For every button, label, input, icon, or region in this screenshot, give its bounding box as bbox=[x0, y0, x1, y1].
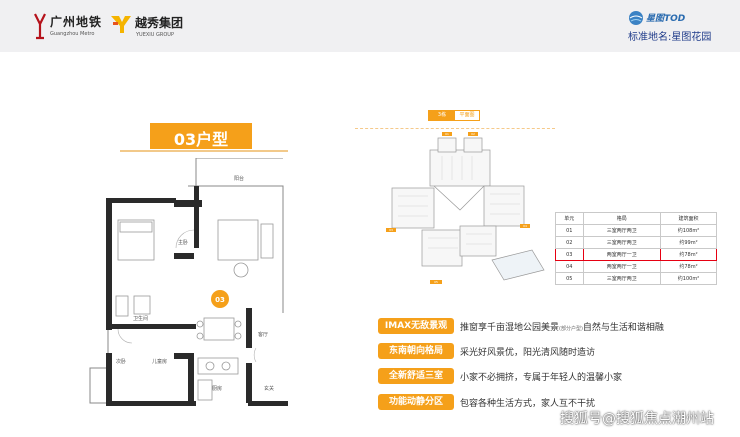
feature-note: (部分户型) bbox=[559, 326, 583, 332]
plan-doors bbox=[117, 229, 257, 363]
feature-text: 推窗享千亩湿地公园美景(部分户型)自然与生活和谐相融 bbox=[460, 320, 664, 333]
building-outline bbox=[391, 137, 545, 281]
room-entrance: 玄关 bbox=[264, 385, 274, 392]
table-cell: 05 bbox=[555, 272, 584, 285]
plan-outline bbox=[89, 158, 284, 404]
table-cell: 约78m² bbox=[659, 260, 718, 273]
table-cell: 03 bbox=[555, 248, 584, 261]
table-cell: 01 bbox=[555, 224, 584, 237]
room-bedroom2: 次卧 bbox=[116, 358, 126, 365]
watermark: 搜狐号@搜狐焦点潮州站 bbox=[560, 411, 714, 427]
xingtu-brand: 星图TOD bbox=[646, 14, 686, 24]
metro-name-en: Guangzhou Metro bbox=[50, 31, 95, 37]
unit-tag-02: 02 bbox=[471, 132, 475, 136]
yuexiu-logo-icon bbox=[111, 16, 131, 33]
room-bath: 卫生间 bbox=[133, 315, 148, 322]
title-divider bbox=[120, 150, 288, 155]
col-unit: 单元 bbox=[555, 212, 584, 225]
room-bedroom3: 儿童房 bbox=[152, 358, 167, 365]
plan-furniture bbox=[115, 219, 274, 401]
table-cell: 约78m² bbox=[659, 248, 718, 261]
site-divider bbox=[355, 128, 555, 129]
guangzhou-metro-logo: 广州地铁 Guangzhou Metro bbox=[34, 10, 104, 44]
feature-text: 小家不必拥挤，专属于年轻人的温馨小家 bbox=[460, 373, 623, 383]
feature-text: 包容各种生活方式，家人互不干扰 bbox=[460, 399, 596, 409]
unit-tag-05: 05 bbox=[434, 280, 438, 284]
site-plan-tabs: 3栋 平面图 bbox=[428, 110, 480, 121]
yuexiu-name-en: YUEXIU GROUP bbox=[136, 32, 174, 38]
unit-type-title: 03户型 bbox=[150, 123, 252, 149]
unit-tag-04: 04 bbox=[523, 224, 527, 228]
col-layout: 格局 bbox=[582, 212, 661, 225]
table-cell: 三室两厅两卫 bbox=[582, 272, 661, 285]
yuexiu-name-cn: 越秀集团 bbox=[135, 16, 184, 30]
building-interior bbox=[398, 156, 520, 249]
room-master-bed: 主卧 bbox=[178, 239, 188, 246]
unit-tag-03: 03 bbox=[389, 228, 393, 232]
metro-logo-icon bbox=[34, 13, 46, 40]
table-cell: 约99m² bbox=[659, 236, 718, 249]
header-band: 广州地铁 Guangzhou Metro 越秀集团 YUEXIU GROUP 星… bbox=[0, 0, 740, 52]
feature-tag: 功能动静分区 bbox=[378, 394, 454, 410]
plan-walls bbox=[106, 186, 288, 406]
unit-tag-01: 01 bbox=[445, 132, 449, 136]
table-cell: 三室两厅两卫 bbox=[582, 236, 661, 249]
unit-marker-circle bbox=[211, 290, 229, 308]
room-living: 客厅 bbox=[258, 331, 268, 338]
table-cell: 02 bbox=[555, 236, 584, 249]
globe-icon bbox=[629, 11, 643, 25]
metro-name-cn: 广州地铁 bbox=[50, 15, 103, 29]
tab-building-3[interactable]: 3栋 bbox=[429, 111, 455, 120]
feature-tag: 全新舒适三室 bbox=[378, 368, 454, 384]
table-cell: 约108m² bbox=[659, 224, 718, 237]
table-cell: 三室两厅两卫 bbox=[582, 224, 661, 237]
feature-tag: 东南朝向格局 bbox=[378, 343, 454, 359]
feature-tag: IMAX无敌景观 bbox=[378, 318, 454, 334]
yuexiu-logo: 越秀集团 YUEXIU GROUP bbox=[110, 10, 200, 44]
table-header-row: 单元 格局 建筑面积 bbox=[555, 212, 718, 225]
room-labels: 阳台 主卧 客厅 卫生间 玄关 次卧 儿童房 厨房 bbox=[116, 175, 274, 392]
col-area: 建筑面积 bbox=[659, 212, 718, 225]
unit-tags bbox=[386, 132, 530, 284]
floor-plan: 阳台 主卧 客厅 卫生间 玄关 次卧 儿童房 厨房 03 bbox=[89, 158, 288, 406]
standard-place-name: 标准地名:星图花园 bbox=[628, 32, 712, 43]
table-cell: 04 bbox=[555, 260, 584, 273]
xingtu-logo: 星图TOD 标准地名:星图花园 bbox=[628, 8, 728, 44]
table-cell: 两室两厅一卫 bbox=[582, 248, 661, 261]
title-badge-bg bbox=[150, 123, 252, 149]
tab-floor-plan[interactable]: 平面图 bbox=[459, 112, 475, 118]
unit-marker-label: 03 bbox=[215, 296, 225, 304]
building-site-plan: 01 02 03 04 05 bbox=[386, 132, 545, 284]
unit-tag-labels: 01 02 03 04 05 bbox=[389, 132, 527, 284]
room-balcony-top: 阳台 bbox=[234, 175, 244, 182]
unit-type-label: 03户型 bbox=[173, 130, 229, 149]
feature-text: 采光好风景优，阳光清风随时造访 bbox=[460, 348, 596, 358]
table-cell: 约100m² bbox=[659, 272, 718, 285]
room-kitchen: 厨房 bbox=[212, 385, 222, 392]
table-cell: 两室两厅一卫 bbox=[582, 260, 661, 273]
feature-text-tail: 自然与生活和谐相融 bbox=[582, 323, 664, 333]
feature-text-main: 推窗享千亩湿地公园美景 bbox=[460, 323, 560, 333]
